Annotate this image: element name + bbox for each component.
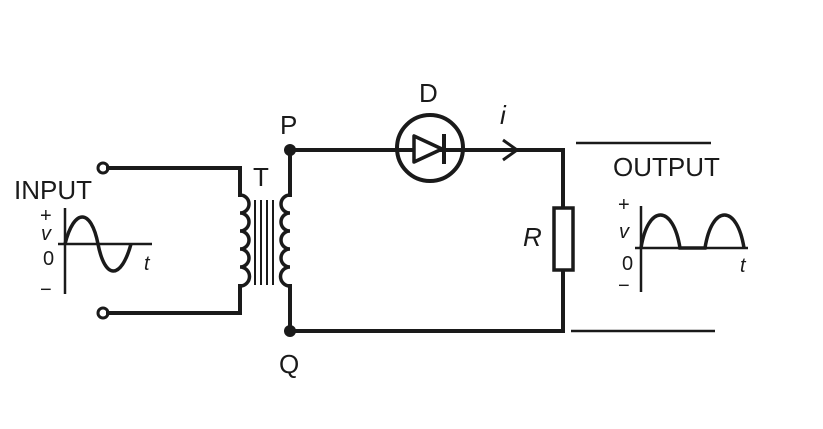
- current-arrow-icon: [502, 138, 519, 162]
- primary-winding: [239, 193, 252, 288]
- node-p-label: P: [280, 110, 297, 140]
- diode-label: D: [419, 78, 438, 108]
- primary-lead-top: [106, 166, 242, 197]
- output-waveform-graph: + v 0 − t: [618, 194, 748, 297]
- output-origin-label: 0: [622, 253, 633, 275]
- resistor: [552, 206, 575, 272]
- primary-lead-bottom: [106, 284, 242, 315]
- output-v-label: v: [619, 221, 630, 243]
- current-label: i: [500, 100, 507, 130]
- input-leads: [96, 161, 242, 320]
- diode: [395, 113, 465, 183]
- input-sine-wave: [63, 215, 133, 273]
- output-rectified-wave: [639, 213, 746, 250]
- transformer-core: [254, 200, 274, 285]
- input-label: INPUT: [14, 175, 92, 205]
- input-plus-label: +: [40, 205, 52, 227]
- input-origin-label: 0: [43, 248, 54, 270]
- node-q-label: Q: [279, 349, 299, 379]
- transformer-label: T: [253, 162, 269, 192]
- resistor-label: R: [523, 222, 542, 252]
- node-p-dot: [284, 144, 296, 156]
- output-t-label: t: [740, 255, 747, 277]
- diode-triangle: [412, 134, 444, 164]
- secondary-winding: [278, 193, 291, 288]
- input-v-label: v: [41, 223, 52, 245]
- input-minus-label: −: [40, 279, 52, 301]
- node-q-dot: [284, 325, 296, 337]
- input-t-label: t: [144, 253, 151, 275]
- input-waveform-graph: + v 0 − t: [40, 205, 152, 301]
- circuit-wires: [288, 148, 565, 333]
- output-minus-label: −: [618, 275, 630, 297]
- output-plus-label: +: [618, 194, 630, 216]
- transformer: [239, 193, 291, 288]
- output-label: OUTPUT: [613, 152, 720, 182]
